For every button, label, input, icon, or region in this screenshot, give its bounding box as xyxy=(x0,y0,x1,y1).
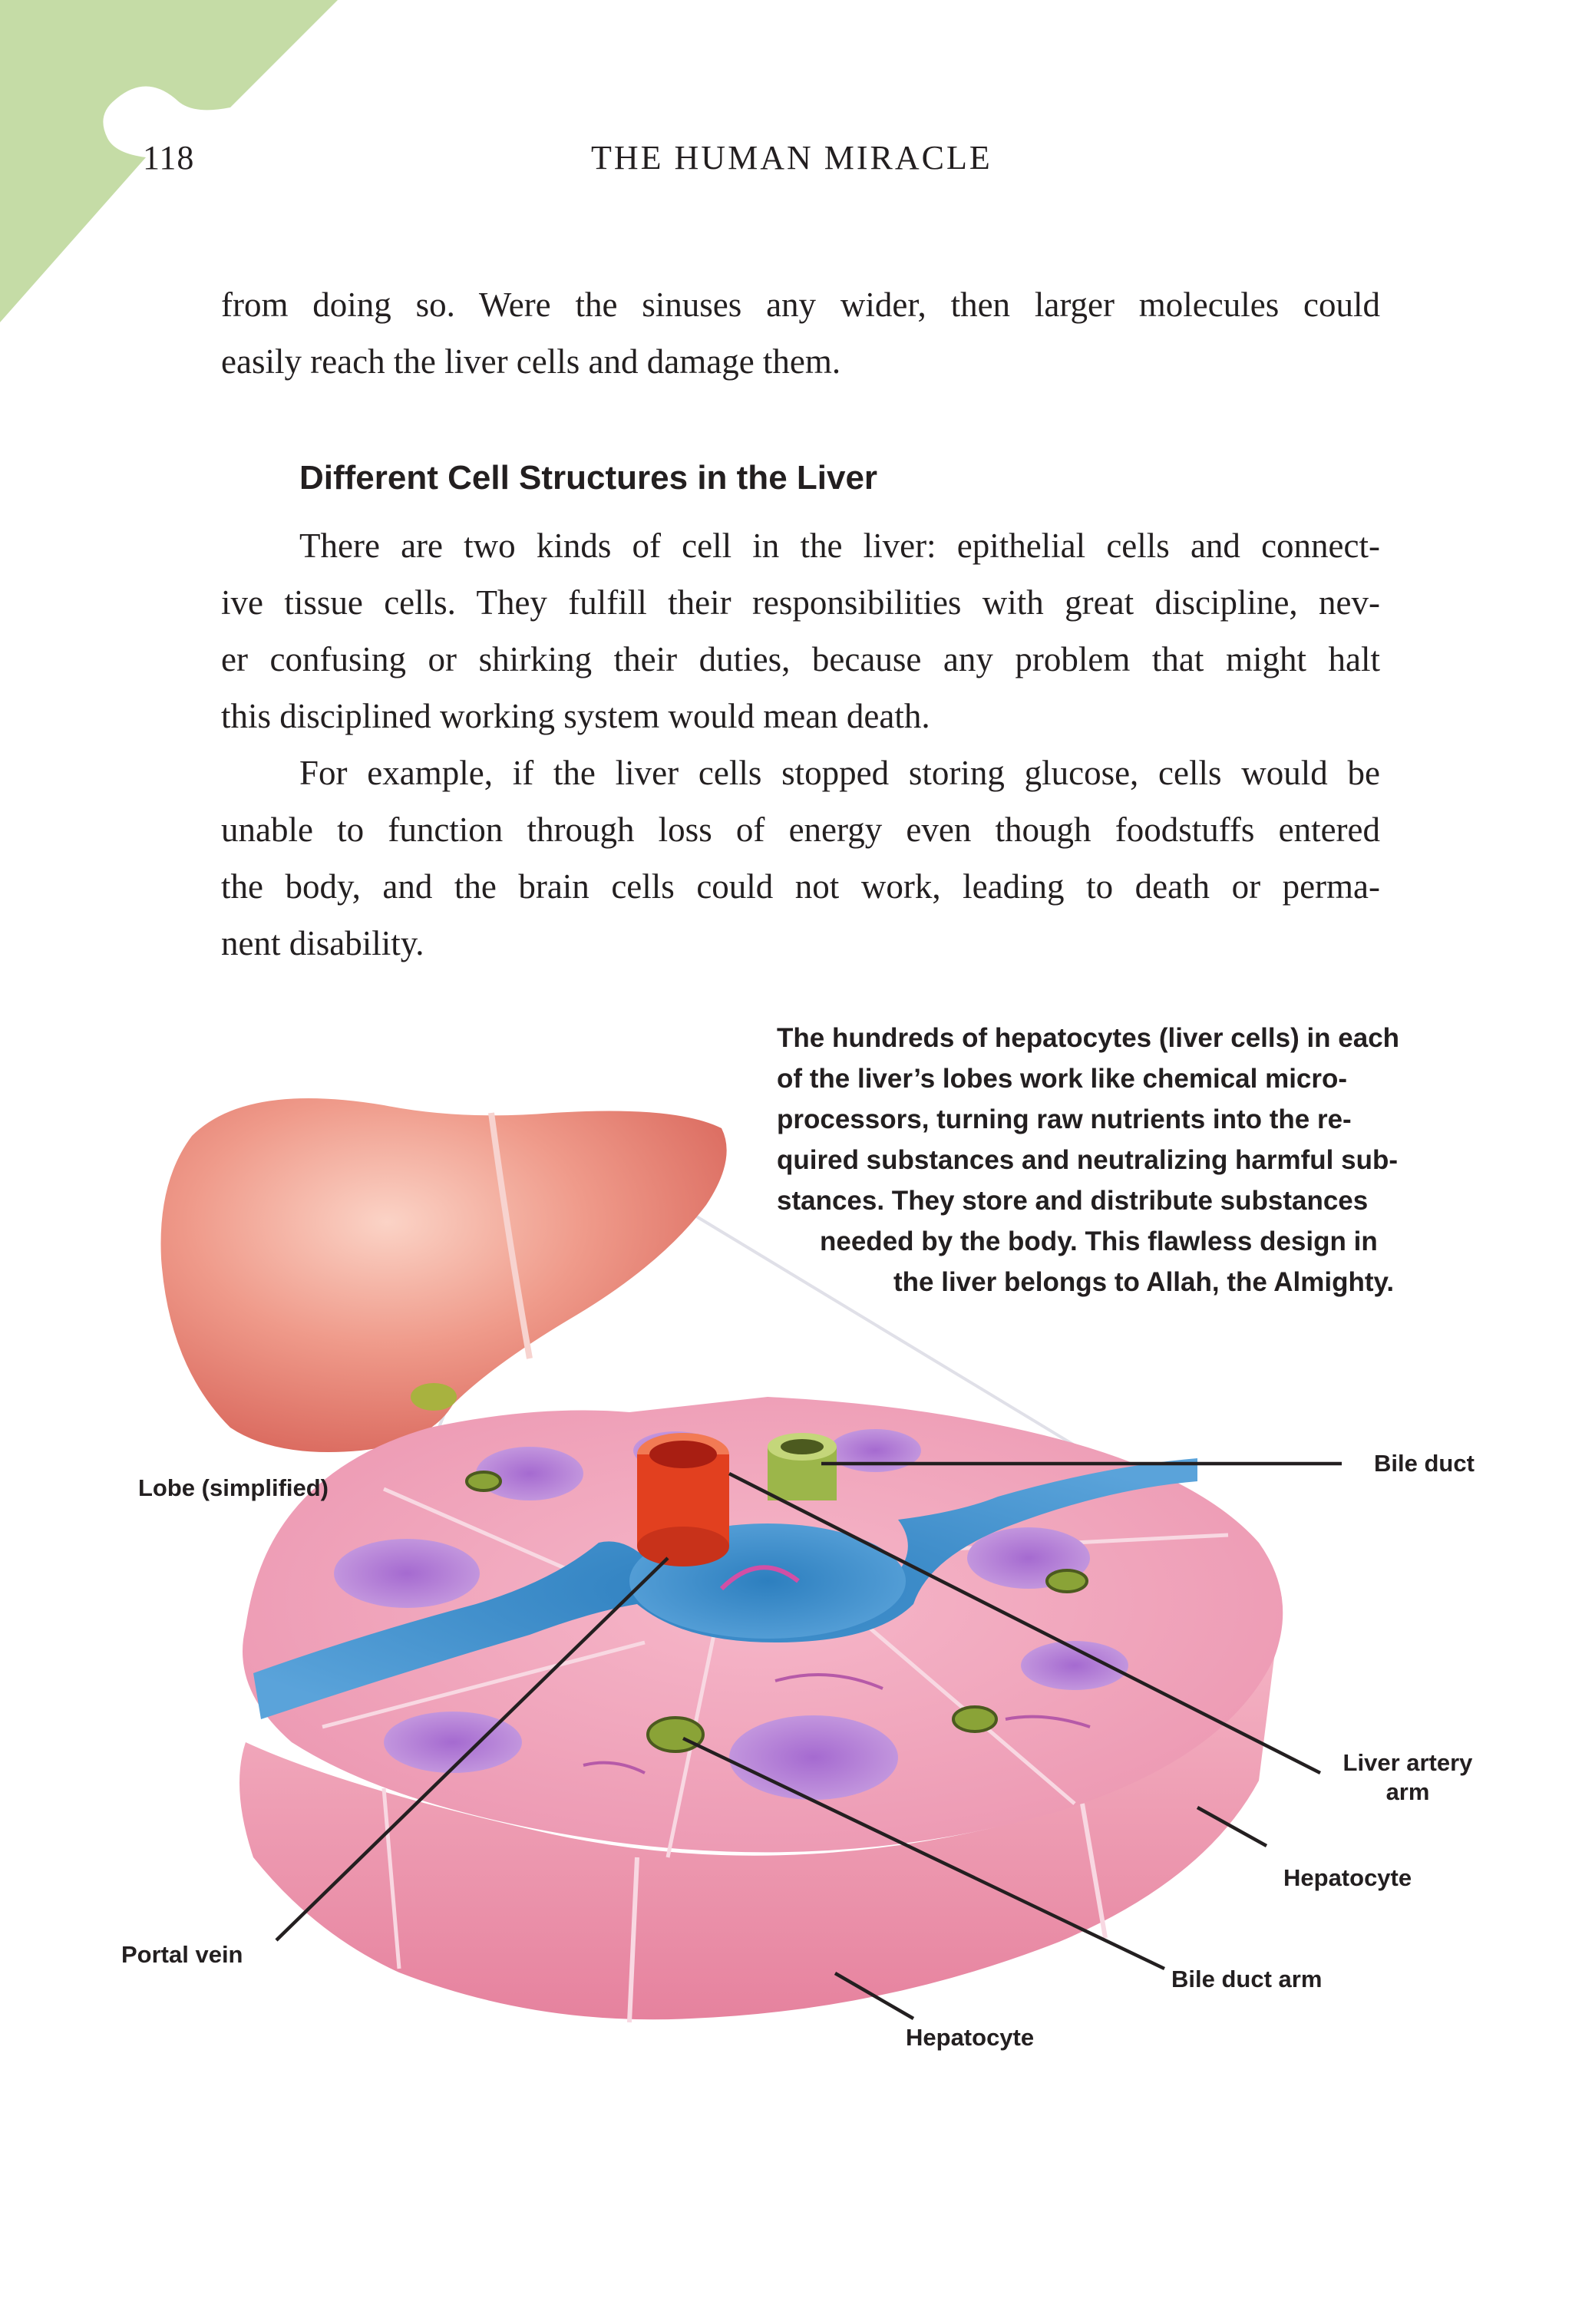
text-line: nent disability. xyxy=(221,924,424,962)
leader-lines xyxy=(275,1461,1342,2020)
section-heading: Different Cell Structures in the Liver xyxy=(299,459,878,497)
text-line: There are two kinds of cell in the liver… xyxy=(299,527,1380,565)
corner-tab-decoration xyxy=(0,0,338,322)
label-liver-artery-line2: arm xyxy=(1385,1778,1430,1805)
caption-line: the liver belongs to Allah, the Almighty… xyxy=(893,1267,1395,1297)
caption-line: stances. They store and distribute subst… xyxy=(777,1186,1369,1216)
paragraph-cell-types: There are two kinds of cell in the liver… xyxy=(221,517,1380,744)
paragraph-example: For example, if the liver cells stopped … xyxy=(221,744,1380,972)
label-lobe: Lobe (simplified) xyxy=(138,1474,329,1501)
label-hepatocyte-bottom: Hepatocyte xyxy=(906,2024,1035,2051)
caption-line: of the liver’s lobes work like chemical … xyxy=(777,1064,1348,1094)
whole-liver-drawing xyxy=(160,1098,727,1452)
text-line: from doing so. Were the sinuses any wide… xyxy=(221,286,1380,324)
text-line: ive tissue cells. They fulfill their res… xyxy=(221,583,1380,622)
caption-line: quired substances and neutralizing harmf… xyxy=(777,1145,1398,1175)
running-head: THE HUMAN MIRACLE xyxy=(591,139,992,177)
label-portal-vein: Portal vein xyxy=(121,1941,243,1968)
caption-line: needed by the body. This flawless design… xyxy=(820,1226,1378,1256)
label-liver-artery-line1: Liver artery xyxy=(1342,1749,1473,1776)
paragraph-continued: from doing so. Were the sinuses any wide… xyxy=(221,276,1380,390)
text-line: easily reach the liver cells and damage … xyxy=(221,342,841,381)
page-number: 118 xyxy=(143,139,195,177)
text-line: er confusing or shirking their duties, b… xyxy=(221,640,1380,678)
text-line: unable to function through loss of energ… xyxy=(221,810,1380,849)
figure-caption: The hundreds of hepatocytes (liver cells… xyxy=(777,1018,1468,1302)
label-hepatocyte-right: Hepatocyte xyxy=(1283,1864,1412,1891)
label-liver-artery: Liver artery arm xyxy=(1339,1748,1477,1807)
caption-line: processors, turning raw nutrients into t… xyxy=(777,1104,1352,1134)
text-line: this disciplined working system would me… xyxy=(221,697,930,735)
text-line: the body, and the brain cells could not … xyxy=(221,867,1380,906)
label-bile-duct-arm: Bile duct arm xyxy=(1171,1966,1323,1992)
text-line: For example, if the liver cells stopped … xyxy=(299,754,1380,792)
label-bile-duct: Bile duct xyxy=(1374,1450,1475,1477)
caption-line: The hundreds of hepatocytes (liver cells… xyxy=(777,1023,1400,1053)
lobule-section xyxy=(239,1397,1283,2023)
